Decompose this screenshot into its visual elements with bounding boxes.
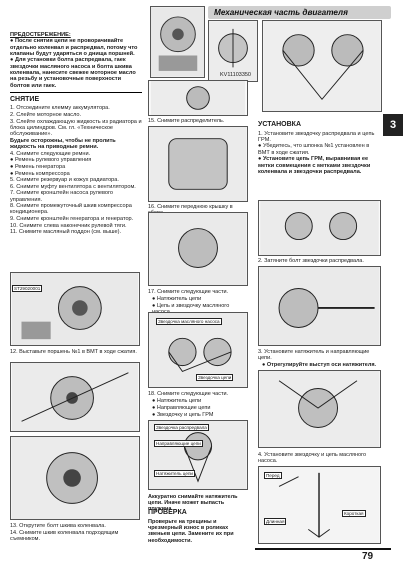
engine-figure-tool bbox=[208, 20, 258, 82]
figure-install-2 bbox=[258, 266, 381, 346]
step-4-item-3: Ремень компрессора bbox=[10, 171, 142, 177]
figure-17-label-1: Звездочка масляного насоса bbox=[156, 318, 222, 325]
divider bbox=[10, 91, 142, 93]
step-18-title: 18. Снимите следующие части. bbox=[148, 391, 229, 397]
figure-12 bbox=[10, 272, 140, 346]
step-18-item-2: Направляющие цепи bbox=[152, 405, 248, 411]
page-number: 79 bbox=[362, 551, 374, 562]
figure-14 bbox=[10, 436, 140, 520]
removal-section-title: СНЯТИЕ bbox=[10, 95, 40, 103]
engine-figure-top bbox=[150, 6, 205, 78]
install-step-1-item-2: Установите цепь ГРМ, выравнивая ее метки… bbox=[258, 156, 381, 175]
step-10: 10. Снимите слева наконечник рулевой тяг… bbox=[10, 222, 127, 229]
step-17-item-1: Натяжитель цепи bbox=[152, 296, 248, 302]
step-17-title: 17. Снимите следующие части. bbox=[148, 289, 229, 295]
figure-13-caption: 13. Открутите болт шкива коленвала. bbox=[10, 523, 106, 529]
engine-figure-timing bbox=[262, 20, 382, 112]
step-7: 7. Снимите кронштейн насоса рулевого упр… bbox=[10, 190, 114, 203]
step-15-caption: 15. Снимите распределитель. bbox=[148, 118, 225, 124]
step-2: 2. Слейте моторное масло. bbox=[10, 112, 82, 119]
step-5: 5. Снимите резервуар и кожух радиатора. bbox=[10, 177, 119, 184]
page-header-title: Механическая часть двигателя bbox=[214, 8, 348, 17]
figure-18-label-1: Звездочка распредвала bbox=[154, 424, 209, 431]
install-step-3-caption: 3. Установите натяжитель и направляющие … bbox=[258, 349, 370, 362]
figure-install-4 bbox=[258, 466, 381, 544]
step-1: 1. Отсоедините клемму аккумулятора. bbox=[10, 105, 110, 112]
step-4-item-1: Ремень рулевого управления bbox=[10, 157, 142, 163]
footer-rule bbox=[255, 548, 391, 550]
step-6: 6. Снимите муфту вентилятора с вентилято… bbox=[10, 183, 136, 190]
figure-18-label-3: Натяжитель цепи bbox=[154, 470, 195, 477]
install-step-3-item: Отрегулируйте выступ оси натяжителя. bbox=[262, 362, 381, 368]
left-column: ПРЕДОСТЕРЕЖЕНИЕ: После снятия цепи не пр… bbox=[10, 32, 142, 236]
label-short: Короткая bbox=[342, 510, 366, 517]
step-8: 8. Снимите промежуточный шкив компрессор… bbox=[10, 203, 132, 216]
step-11: 11. Снимите масляный поддон (см. выше). bbox=[10, 229, 122, 236]
install-step-2-caption: 2. Затяните болт звездочки распредвала. bbox=[258, 258, 364, 264]
label-long: Длинная bbox=[264, 518, 287, 525]
step-9: 9. Снимите кронштейн генератора и генера… bbox=[10, 216, 134, 223]
figure-install-3 bbox=[258, 370, 381, 448]
check-text: Проверьте на трещины и чрезмерный износ … bbox=[148, 519, 234, 544]
warning-title: ПРЕДОСТЕРЕЖЕНИЕ: bbox=[10, 32, 71, 38]
caution-note: Аккуратно снимайте натяжитель цепи. Инач… bbox=[148, 494, 238, 513]
figure-14-caption: 14. Снимите шкив коленвала подходящим съ… bbox=[10, 530, 119, 543]
figure-12-code: ST29020001 bbox=[12, 285, 43, 292]
figure-16 bbox=[148, 126, 248, 202]
step-4-item-2: Ремень генератора bbox=[10, 164, 142, 170]
figure-18 bbox=[148, 420, 248, 490]
install-step-4-caption: 4. Установите звездочку и цепь масляного… bbox=[258, 452, 367, 465]
step-3: 3. Слейте охлаждающую жидкость из радиат… bbox=[10, 118, 142, 138]
install-step-1-item-1: Убедитесь, что шпонка №1 установлен в ВМ… bbox=[258, 143, 381, 156]
figure-16b bbox=[148, 212, 248, 286]
warning-item-2: Для установки болта распредвала, гаек зв… bbox=[10, 57, 142, 88]
figure-17-label-2: Звездочка цепи bbox=[196, 374, 234, 381]
step-18-item-3: Звездочку и цепь ГРМ bbox=[152, 412, 248, 418]
right-column: УСТАНОВКА 1. Установите звездочку распре… bbox=[258, 120, 381, 175]
step-3-note: Будьте осторожны, чтобы не пролить жидко… bbox=[10, 137, 116, 151]
step-4: 4. Снимите следующие ремни. bbox=[10, 150, 91, 157]
install-section-title: УСТАНОВКА bbox=[258, 121, 302, 128]
section-tab: 3 bbox=[383, 114, 403, 136]
label-front: Перед bbox=[264, 472, 282, 479]
figure-install-1 bbox=[258, 200, 381, 256]
figure-18-label-2: Направляющие цепи bbox=[154, 440, 203, 447]
figure-13 bbox=[10, 362, 140, 432]
figure-15 bbox=[148, 80, 248, 116]
figure-12-caption: 12. Выставьте поршень №1 в ВМТ в ходе сж… bbox=[10, 349, 137, 355]
tool-code-label: KV11103350 bbox=[220, 72, 251, 78]
install-step-1: 1. Установите звездочку распредвала и це… bbox=[258, 130, 375, 143]
check-section-title: ПРОВЕРКА bbox=[148, 509, 187, 516]
step-18-item-1: Натяжитель цепи bbox=[152, 398, 248, 404]
header-bar bbox=[208, 6, 391, 19]
warning-item-1: После снятия цепи не проворачивайте отде… bbox=[10, 38, 142, 57]
